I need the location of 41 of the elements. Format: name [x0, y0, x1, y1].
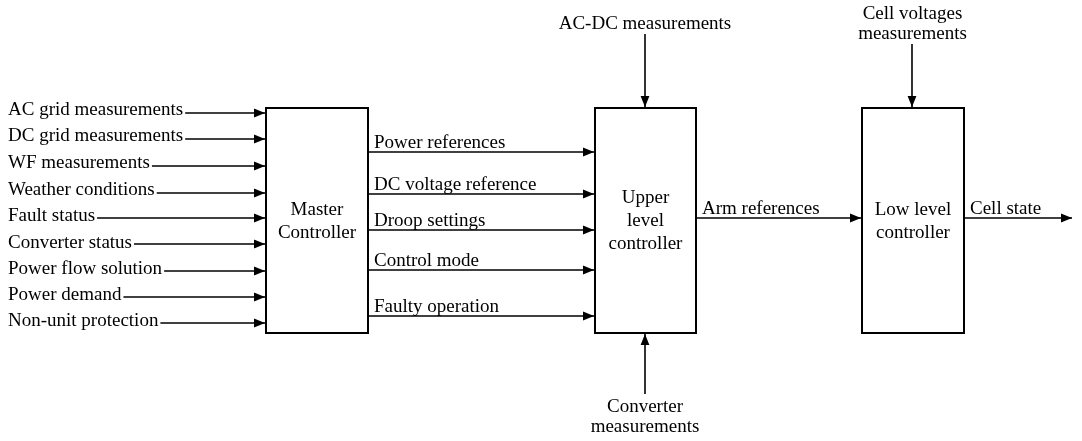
signal-text: WF measurements	[8, 151, 150, 173]
edge-label: DC voltage reference	[373, 174, 538, 193]
edge-label: Control mode	[373, 250, 481, 269]
signal-text: AC grid measurements	[8, 98, 184, 120]
arrow	[184, 134, 266, 144]
controller-block: Upper level controller	[594, 107, 697, 334]
arrow	[96, 213, 266, 223]
arrow	[155, 188, 266, 198]
arrow	[964, 213, 1073, 223]
arrow	[368, 225, 595, 235]
arrow	[133, 239, 266, 249]
arrow	[907, 43, 917, 108]
signal-text: AC-DC measurements	[540, 12, 750, 34]
edge-label: Arm references	[701, 198, 821, 217]
arrow	[368, 147, 595, 157]
signal-text: Non-unit protection	[8, 309, 159, 331]
edge-label: Faulty operation	[373, 296, 501, 315]
arrow	[368, 311, 595, 321]
arrow	[368, 265, 595, 275]
arrow	[159, 318, 266, 328]
signal-text: Power flow solution	[8, 257, 163, 279]
signal-text: Converter measurements	[555, 394, 735, 438]
signal-text: Cell voltages measurements	[835, 2, 990, 44]
arrow	[151, 161, 266, 171]
arrow	[184, 108, 266, 118]
controller-block: Master Controller	[265, 107, 369, 334]
arrow	[163, 266, 266, 276]
arrow	[122, 292, 266, 302]
signal-text: Weather conditions	[8, 178, 155, 200]
signal-text: Power demand	[8, 283, 122, 305]
signal-text: Converter status	[8, 231, 132, 253]
arrow	[368, 189, 595, 199]
controller-block: Low level controller	[861, 107, 965, 334]
edge-label: Droop settings	[373, 210, 487, 229]
arrow	[640, 33, 650, 108]
arrow	[696, 213, 862, 223]
signal-text: Fault status	[8, 204, 96, 226]
edge-label: Cell state	[969, 198, 1043, 217]
signal-text: DC grid measurements	[8, 124, 184, 146]
edge-label: Power references	[373, 132, 507, 151]
arrow	[640, 333, 650, 395]
